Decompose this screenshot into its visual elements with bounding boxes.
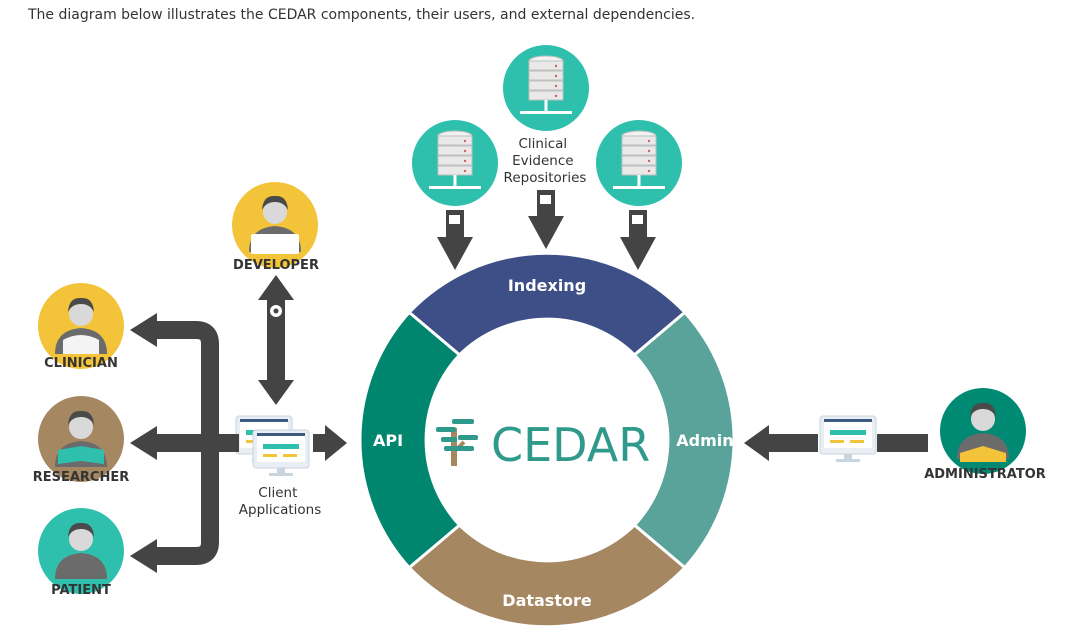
admin-console-monitor-icon [819,415,877,463]
cedar-logo-text: CEDAR [491,418,650,472]
datastore-segment[interactable] [407,523,687,629]
patient-user [38,508,124,594]
clinician-label: CLINICIAN [44,356,118,371]
datastore-label: Datastore [502,591,592,610]
admin-shirt-icon [960,446,1006,462]
admin-arrow [744,425,928,461]
repositories-label: Clinical Evidence Repositories [504,136,587,186]
repository-arrows [437,190,656,270]
client-to-api-arrow [313,425,347,461]
client-applications-label: Client Applications [239,485,321,518]
cedar-ring: Indexing API Admin Datastore [358,251,736,629]
folder-icon [449,215,460,224]
api-label: API [373,431,403,450]
arrow-down-right-repo [620,210,656,270]
distribution-bracket [130,313,239,573]
lab-coat-icon [63,335,99,354]
arrow-to-clinician [130,313,157,347]
researcher-user [38,396,124,482]
arrow-down-left-repo [437,210,473,270]
developer-client-arrow [258,275,294,405]
clinician-user [38,283,124,369]
intro-text: The diagram below illustrates the CEDAR … [28,7,696,23]
api-segment[interactable] [358,310,462,570]
indexing-segment[interactable] [407,251,687,357]
cedar-tree-icon [436,419,478,466]
arrow-down-center-repo [528,190,564,249]
developer-user [232,182,318,268]
arrow-to-researcher [130,426,157,460]
arrow-to-patient [130,539,157,573]
monitor-icon [252,429,310,477]
researcher-label: RESEARCHER [33,470,130,485]
cedar-logo: CEDAR [436,418,650,472]
folder-icon [540,195,551,204]
developer-label: DEVELOPER [233,258,319,273]
repository-left [412,120,498,206]
administrator-label: ADMINISTRATOR [924,467,1046,482]
folder-icon [632,215,643,224]
repository-top [503,45,589,131]
repository-right [596,120,682,206]
laptop-icon [251,234,299,254]
book-icon [58,446,104,464]
client-applications [235,415,310,477]
admin-label: Admin [676,431,733,450]
indexing-label: Indexing [508,276,586,295]
administrator-user [940,388,1026,474]
patient-label: PATIENT [51,583,111,598]
